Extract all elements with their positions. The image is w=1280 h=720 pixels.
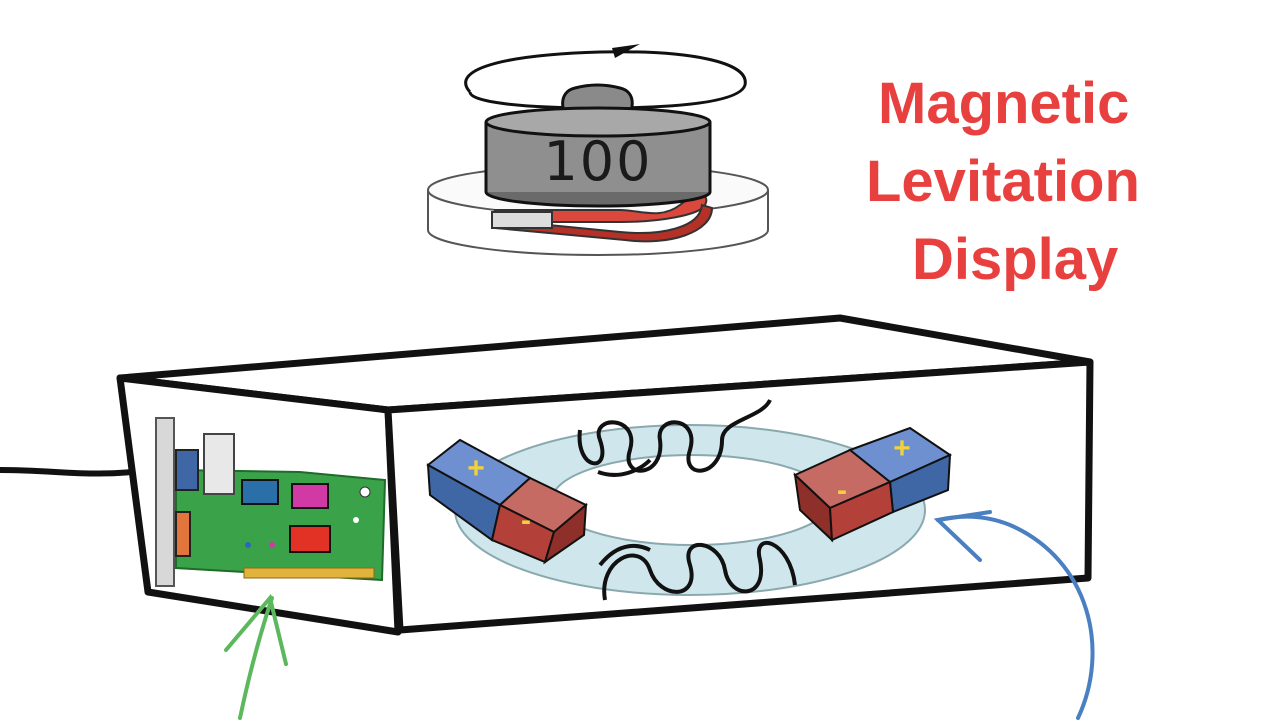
chip-blue xyxy=(241,479,279,505)
right-bar-magnet: + - xyxy=(793,426,953,543)
rotation-arrow xyxy=(464,50,747,110)
left-magnet-minus: - xyxy=(521,504,531,537)
header-pins xyxy=(203,433,235,495)
weight-top xyxy=(484,106,712,138)
weight-label: 100 xyxy=(543,130,652,193)
edge-connector xyxy=(243,567,375,579)
horseshoe-magnet xyxy=(491,195,714,243)
upper-coil xyxy=(577,398,772,477)
chip-magenta xyxy=(291,483,329,509)
blue-arrow xyxy=(933,510,1095,720)
lower-coil xyxy=(598,540,797,601)
chip-red xyxy=(289,525,331,553)
title-line-2: Levitation xyxy=(866,149,1140,214)
green-arrow xyxy=(224,593,288,720)
rotation-arrowhead xyxy=(612,44,640,58)
right-magnet-minus: - xyxy=(837,474,847,507)
title-line-1: Magnetic xyxy=(878,71,1130,136)
serial-port xyxy=(175,511,191,557)
right-magnet-plus: + xyxy=(893,432,911,465)
left-bar-magnet: + - xyxy=(426,438,588,565)
port-connector xyxy=(175,449,199,491)
levitating-weight: 100 xyxy=(427,44,769,256)
circuit-board xyxy=(155,417,387,587)
power-cable xyxy=(0,467,151,477)
magnet-ring-assembly: + - + - xyxy=(426,398,953,601)
left-magnet-plus: + xyxy=(467,452,485,485)
title-line-3: Display xyxy=(912,227,1119,292)
